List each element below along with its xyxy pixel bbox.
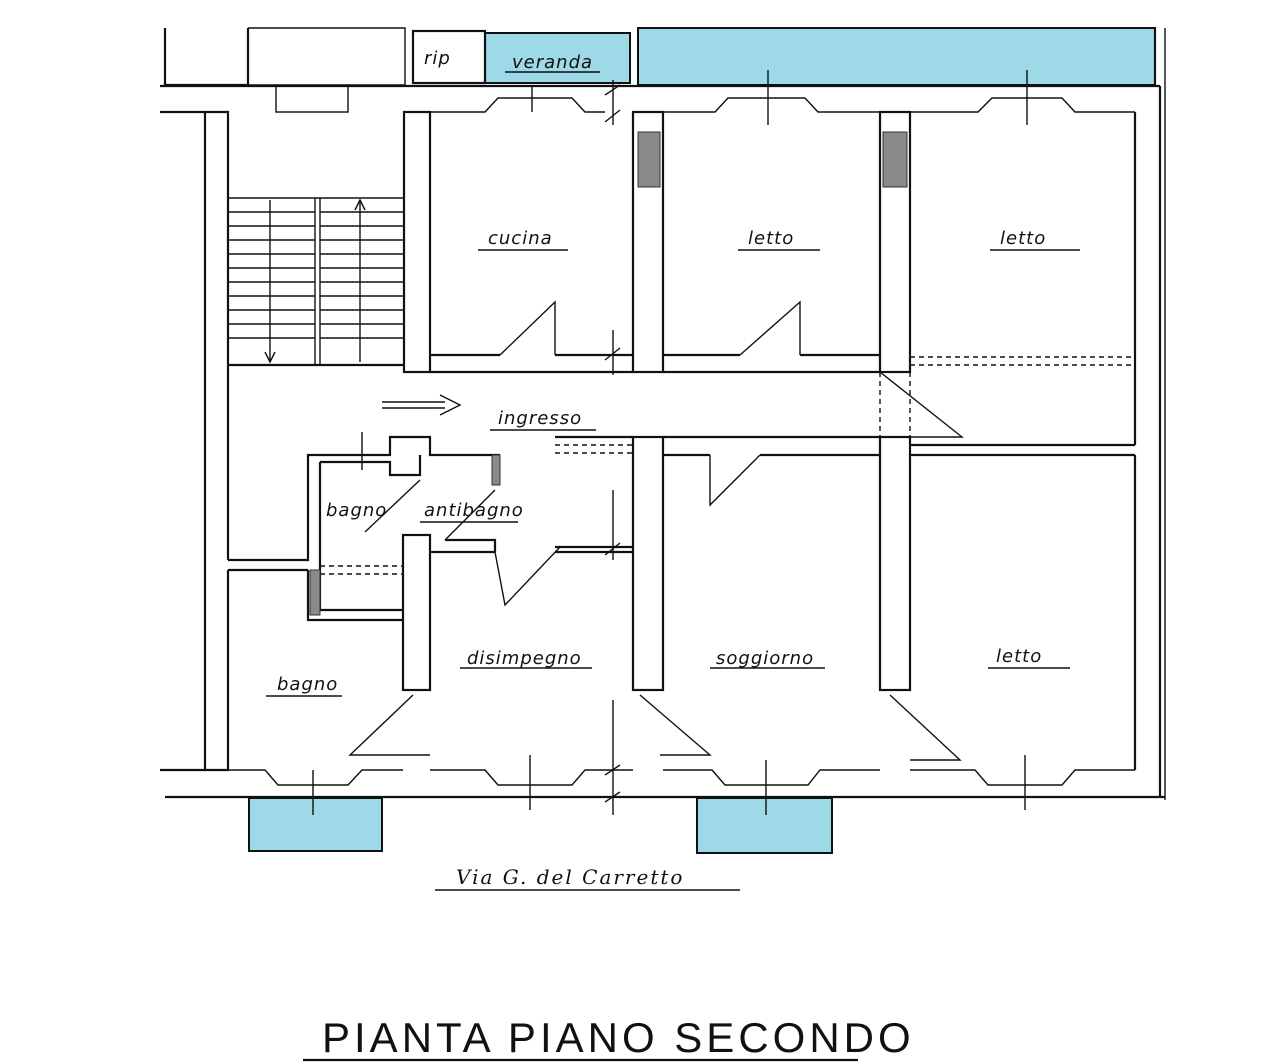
label-letto-2: letto: [1000, 228, 1046, 249]
chimney-block: [882, 131, 908, 188]
top-windows: [275, 70, 1135, 125]
dashed-boundaries: [320, 356, 1135, 575]
staircase: [228, 197, 404, 365]
label-cucina: cucina: [488, 228, 553, 249]
label-rip: rip: [424, 48, 451, 69]
door-swings: [348, 300, 965, 761]
label-bagno-small: bagno: [326, 500, 387, 521]
chimney-block: [637, 131, 661, 188]
bottom-windows: [228, 755, 1135, 815]
label-letto-1: letto: [748, 228, 794, 249]
label-antibagno: antibagno: [424, 500, 524, 521]
label-ingresso: ingresso: [498, 408, 582, 429]
label-soggiorno: soggiorno: [716, 648, 814, 669]
top-right-balcony: [637, 27, 1156, 86]
label-veranda: veranda: [512, 52, 593, 73]
bottom-left-balcony: [248, 797, 383, 852]
label-letto-3: letto: [996, 646, 1042, 667]
wall-fill: [491, 454, 501, 486]
interior-walls: [228, 110, 1135, 692]
wall-fill: [309, 569, 321, 616]
label-disimpegno: disimpegno: [467, 648, 582, 669]
bottom-center-balcony: [696, 797, 833, 854]
wall-tick-marks: [361, 80, 621, 815]
entrance-arrow: [382, 394, 462, 416]
label-bagno: bagno: [277, 674, 338, 695]
plan-title: PIANTA PIANO SECONDO: [322, 1014, 915, 1061]
street-label: Via G. del Carretto: [456, 865, 684, 889]
